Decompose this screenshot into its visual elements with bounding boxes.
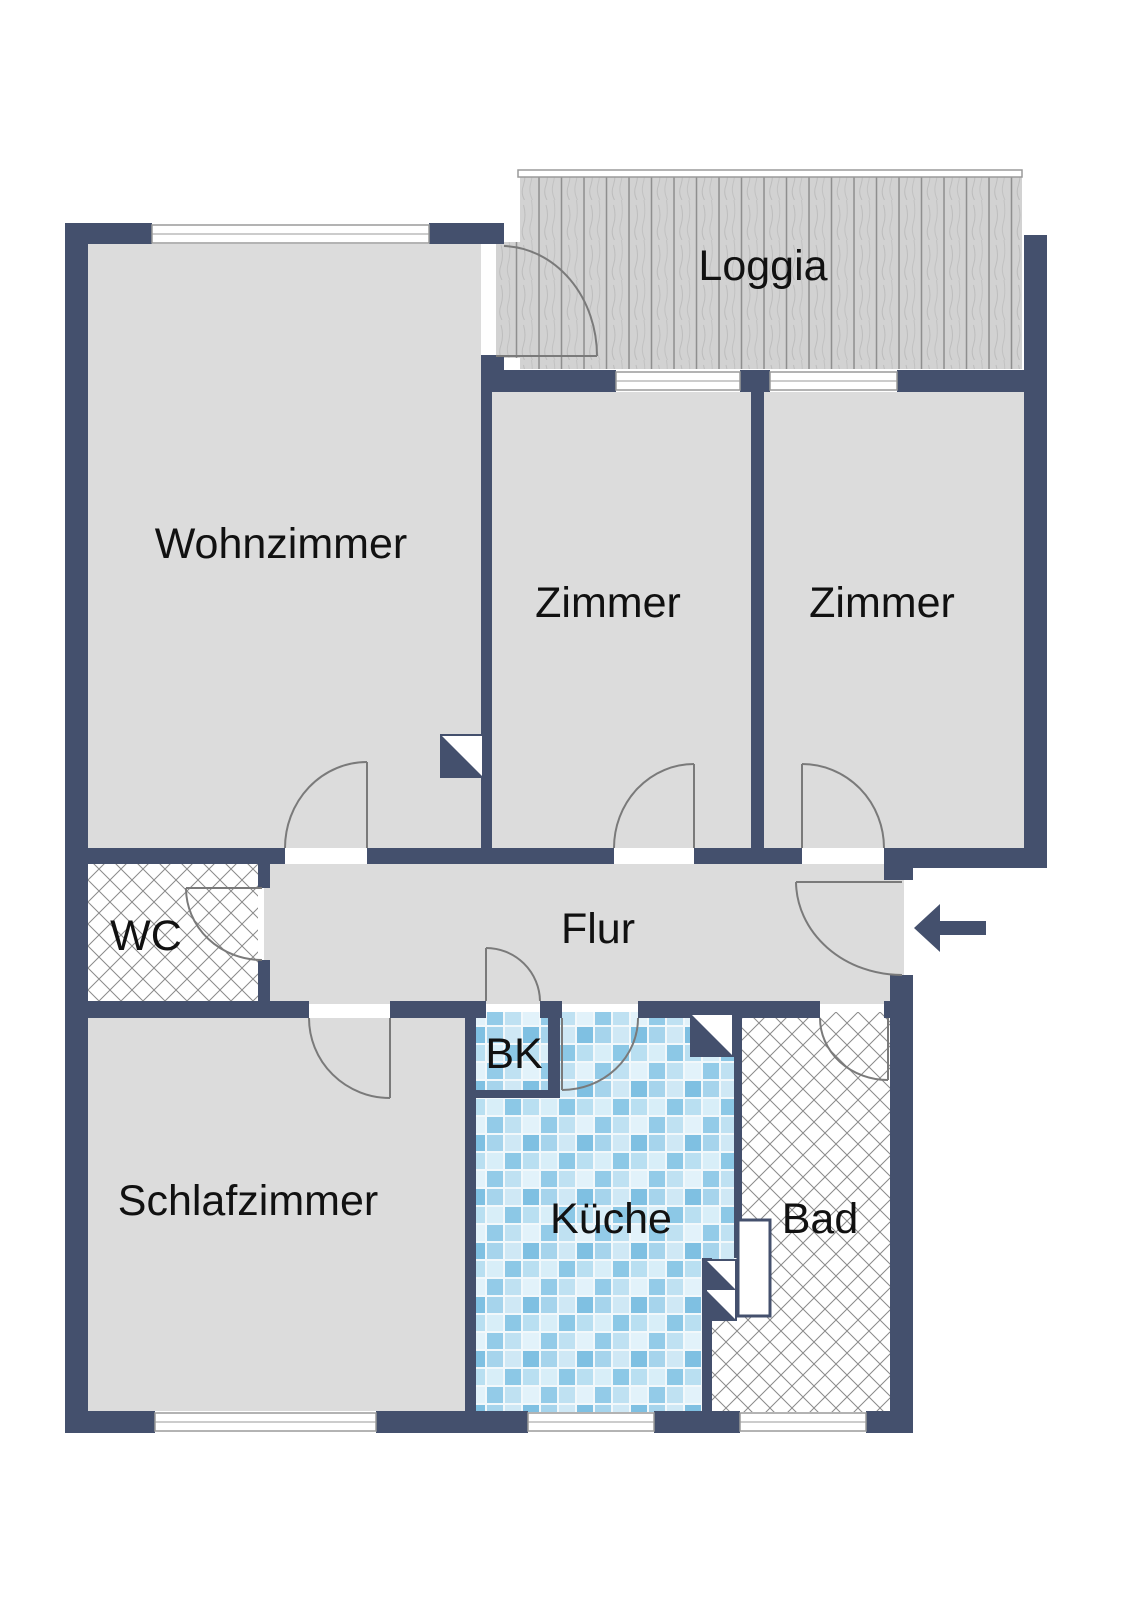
wall-wohn-zimmer [481, 370, 492, 848]
window-zimmer-2 [769, 371, 898, 391]
label-bk: BK [485, 1030, 543, 1078]
label-wohnzimmer: Wohnzimmer [155, 520, 407, 568]
door-entrance [795, 881, 903, 976]
wall-bottom-left [65, 1411, 155, 1433]
doors [185, 245, 903, 1099]
bad-floor [742, 1012, 890, 1412]
window-loggia-railing [517, 169, 1023, 178]
label-wc: WC [110, 912, 182, 960]
wall-left-outer [65, 223, 88, 1433]
wall-flur-bottom-5 [884, 1001, 913, 1018]
bad-lower-floor [710, 1320, 750, 1412]
door-zimmer-2 [801, 763, 885, 849]
wall-right-bottom [884, 848, 1047, 868]
door-schlafzimmer [308, 1017, 391, 1099]
wc-floor [88, 864, 258, 1001]
wall-loggia-corner [481, 223, 504, 243]
wall-loggia-bottom-right [897, 370, 1047, 392]
wall-right-outer [1024, 235, 1047, 868]
loggia-threshold [496, 242, 526, 358]
shaft-kueche-icon [690, 1013, 734, 1057]
walls [65, 223, 1047, 1433]
schlafzimmer-floor [88, 1018, 465, 1411]
floors [88, 176, 1025, 1412]
wall-bottom-mid-2 [654, 1411, 740, 1433]
wall-kueche-bad [734, 1012, 742, 1258]
wall-flur-top-2 [367, 848, 614, 864]
wall-flur-bottom-4 [638, 1001, 820, 1018]
wall-wc-right-bottom [258, 960, 270, 1006]
window-kueche [527, 1412, 655, 1432]
wall-flur-bottom-1 [65, 1001, 309, 1018]
bad-duct [736, 1218, 772, 1318]
shaft-symbols [440, 734, 772, 1321]
entrance-arrow-icon [914, 904, 986, 952]
wall-entry-top [884, 848, 913, 880]
door-loggia [496, 245, 598, 357]
shaft-wohnzimmer-icon [440, 734, 484, 778]
door-bad [819, 1017, 889, 1081]
wohnzimmer-floor [88, 244, 481, 848]
shaft-kueche-lower-icon [705, 1259, 737, 1321]
window-schlafzimmer [154, 1412, 377, 1432]
wall-flur-top-1 [65, 848, 285, 864]
zimmer-2-floor [764, 392, 1025, 848]
door-wc [185, 887, 263, 961]
wall-flur-bottom-2 [390, 1001, 486, 1018]
wall-kueche-bad-lower [702, 1258, 712, 1433]
door-wohnzimmer [284, 761, 368, 849]
door-zimmer-1 [613, 763, 695, 849]
window-zimmer-1 [615, 371, 741, 391]
label-loggia: Loggia [698, 242, 827, 290]
wall-entry-bottom [890, 975, 913, 1433]
windows [151, 169, 1023, 1432]
zimmer-1-floor [492, 392, 751, 848]
wall-zimmer-zimmer [751, 370, 764, 848]
window-bad [739, 1412, 867, 1432]
door-bk [485, 947, 541, 1002]
wall-loggia-bottom [481, 370, 616, 392]
loggia-floor [520, 176, 1022, 369]
label-flur: Flur [561, 905, 635, 953]
wall-schlaf-kueche [465, 1001, 476, 1433]
label-schlafzimmer: Schlafzimmer [118, 1177, 378, 1225]
wall-flur-top-3 [694, 848, 802, 864]
label-zimmer-2: Zimmer [809, 579, 955, 627]
wall-bk-right [548, 1001, 560, 1098]
room-labels: Loggia Wohnzimmer Zimmer Zimmer WC Flur … [110, 242, 955, 1243]
wall-top-left [65, 223, 152, 244]
label-bad: Bad [782, 1195, 859, 1243]
wall-bk-bottom [465, 1090, 560, 1098]
label-kueche: Küche [550, 1195, 672, 1243]
flur-floor [264, 864, 904, 1004]
door-kueche [561, 1017, 639, 1091]
label-zimmer-1: Zimmer [535, 579, 681, 627]
wall-bottom-mid-1 [376, 1411, 528, 1433]
wall-wc-right-top [258, 864, 270, 888]
wall-bottom-right [866, 1411, 913, 1433]
window-wohnzimmer [151, 224, 430, 244]
